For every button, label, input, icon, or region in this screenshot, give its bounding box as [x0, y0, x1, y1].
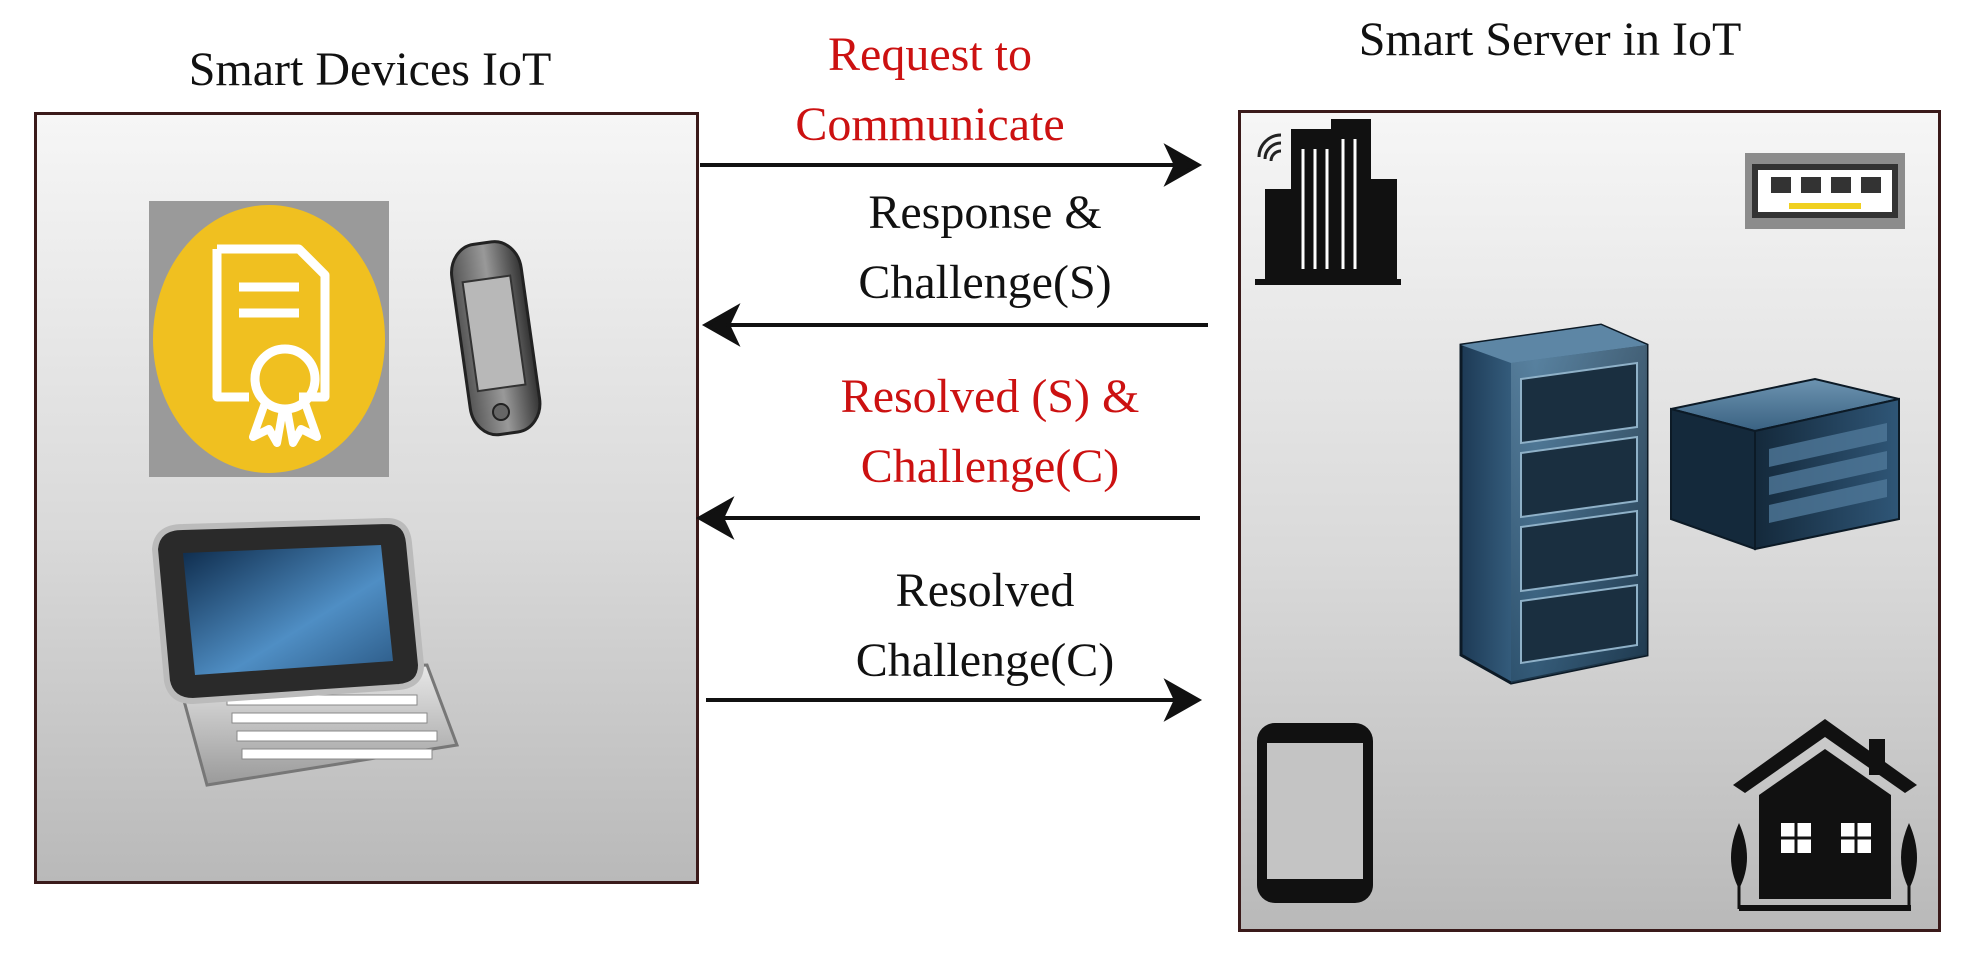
response-challenge-s-label: Response & Challenge(S) — [858, 186, 1112, 309]
tablet-icon — [1257, 723, 1373, 903]
smart-building-icon — [1255, 119, 1401, 285]
smart-home-icon — [1731, 719, 1917, 911]
smart-server-panel — [1238, 110, 1941, 932]
server-unit-icon — [1670, 377, 1900, 551]
network-switch-icon — [1745, 153, 1905, 229]
server-rack-icon — [1459, 323, 1649, 685]
handheld-computer-icon — [151, 517, 460, 787]
smart-devices-panel — [34, 112, 699, 884]
request-to-communicate-label: Request to Communicate — [795, 28, 1065, 151]
smartphone-icon — [450, 240, 542, 437]
certificate-badge-icon — [149, 201, 389, 477]
resolved-challenge-c-label: Resolved Challenge(C) — [855, 564, 1115, 687]
arrow-resolved-s-challenge-c — [695, 496, 1200, 540]
smart-server-title: Smart Server in IoT — [1358, 13, 1742, 66]
smart-devices-title: Smart Devices IoT — [188, 43, 552, 96]
resolved-s-challenge-c-label: Resolved (S) & Challenge(C) — [840, 370, 1140, 493]
